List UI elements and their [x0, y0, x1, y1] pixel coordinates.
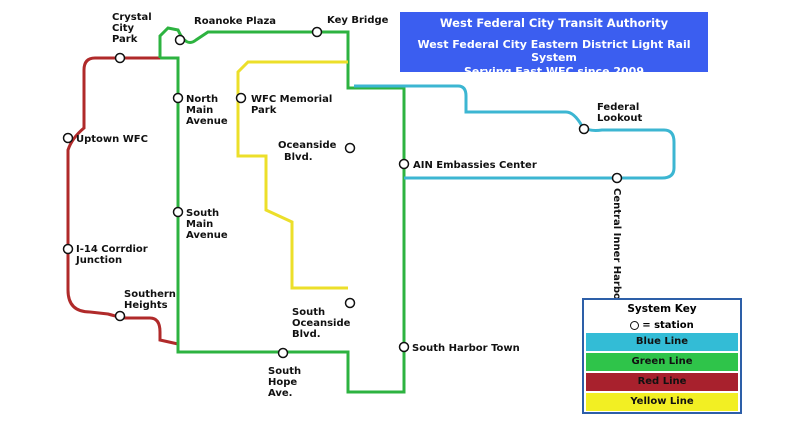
station-symbol-icon	[630, 320, 640, 330]
label-south-oceanside-blvd: South Oceanside Blvd.	[292, 307, 354, 340]
station-uptown-wfc[interactable]	[62, 132, 74, 144]
label-crystal-city-park: Crystal City Park	[112, 12, 155, 45]
station-key-bridge[interactable]	[311, 26, 323, 38]
station-oceanside-blvd[interactable]	[344, 142, 356, 154]
legend-green-line: Green Line	[586, 353, 738, 371]
label-key-bridge: Key Bridge	[327, 15, 389, 26]
system-name: West Federal City Eastern District Light…	[417, 38, 691, 64]
station-roanoke-plaza[interactable]	[174, 34, 186, 46]
label-ain-embassies-center: AIN Embassies Center	[413, 160, 537, 171]
station-central-inner-harbor[interactable]	[611, 172, 623, 184]
red-line	[66, 56, 179, 346]
legend-red-line: Red Line	[586, 373, 738, 391]
legend-yellow-line: Yellow Line	[586, 393, 738, 411]
station-south-oceanside-blvd[interactable]	[344, 297, 356, 309]
station-south-harbor-town[interactable]	[398, 341, 410, 353]
station-south-hope-ave[interactable]	[277, 347, 289, 359]
label-north-main-avenue: North Main Avenue	[186, 94, 228, 127]
station-i14-corridor-junction[interactable]	[62, 243, 74, 255]
tagline: Serving East WFC since 2009	[464, 65, 644, 78]
label-roanoke-plaza: Roanoke Plaza	[194, 16, 276, 27]
station-wfc-memorial-park[interactable]	[235, 92, 247, 104]
station-crystal-city-park[interactable]	[114, 52, 126, 64]
label-central-inner-harbor: Central Inner Harbor	[611, 188, 622, 305]
system-key: System Key = station Blue Line Green Lin…	[582, 298, 742, 414]
label-uptown-wfc: Uptown WFC	[76, 134, 148, 145]
label-south-hope-ave: South Hope Ave.	[268, 366, 305, 399]
station-north-main-avenue[interactable]	[172, 92, 184, 104]
station-southern-heights[interactable]	[114, 310, 126, 322]
station-legend: = station	[584, 320, 740, 331]
label-federal-lookout: Federal Lookout	[597, 102, 643, 124]
label-oceanside-blvd: Oceanside Blvd.	[278, 140, 340, 163]
green-line	[158, 26, 406, 394]
label-south-harbor-town: South Harbor Town	[412, 343, 520, 354]
label-south-main-avenue: South Main Avenue	[186, 208, 228, 241]
station-south-main-avenue[interactable]	[172, 206, 184, 218]
authority-name: West Federal City Transit Authority	[439, 16, 669, 30]
system-key-title: System Key	[627, 303, 697, 315]
station-legend-label: = station	[642, 320, 694, 331]
yellow-line	[236, 60, 348, 290]
label-wfc-memorial-park: WFC Memorial Park	[251, 94, 336, 116]
station-federal-lookout[interactable]	[578, 123, 590, 135]
label-i14-corridor-junction: I-14 Corrdior Junction	[75, 244, 151, 266]
station-ain-embassies-center[interactable]	[398, 158, 410, 170]
blue-line	[354, 84, 676, 180]
title-banner: West Federal City Transit Authority West…	[400, 12, 708, 78]
legend-blue-line: Blue Line	[586, 333, 738, 351]
label-southern-heights: Southern Heights	[124, 289, 179, 311]
